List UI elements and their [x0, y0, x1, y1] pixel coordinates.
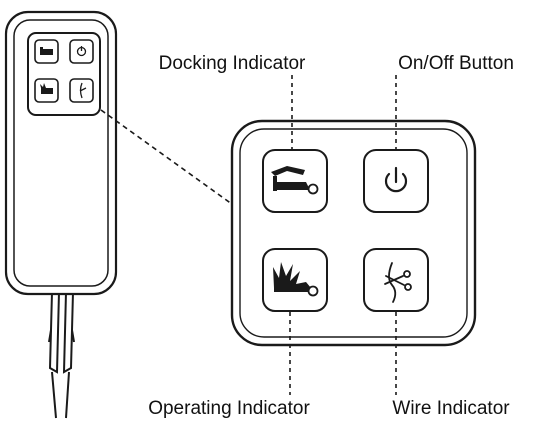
wire-scissors-icon: [384, 262, 412, 303]
mini-wire-icon: [79, 82, 87, 99]
power-icon: [384, 166, 408, 193]
mini-operating-icon: [40, 83, 53, 94]
docking-station-mower-icon: [271, 166, 319, 195]
remote-device: [4, 10, 118, 419]
wire-indicator-label: Wire Indicator: [392, 398, 510, 419]
mower-in-grass-icon: [273, 262, 319, 297]
mini-power-button: [69, 39, 94, 64]
docking-indicator-button[interactable]: [262, 149, 328, 213]
docking-indicator-label: Docking Indicator: [159, 53, 306, 74]
power-button-label: On/Off Button: [398, 53, 514, 74]
mini-power-icon: [76, 46, 87, 57]
zoom-guide-line: [100, 109, 237, 208]
callout-lines: [289, 75, 397, 395]
mini-docking-icon: [40, 47, 53, 55]
operating-indicator-label: Operating Indicator: [148, 398, 310, 419]
device-cable: [48, 291, 75, 419]
